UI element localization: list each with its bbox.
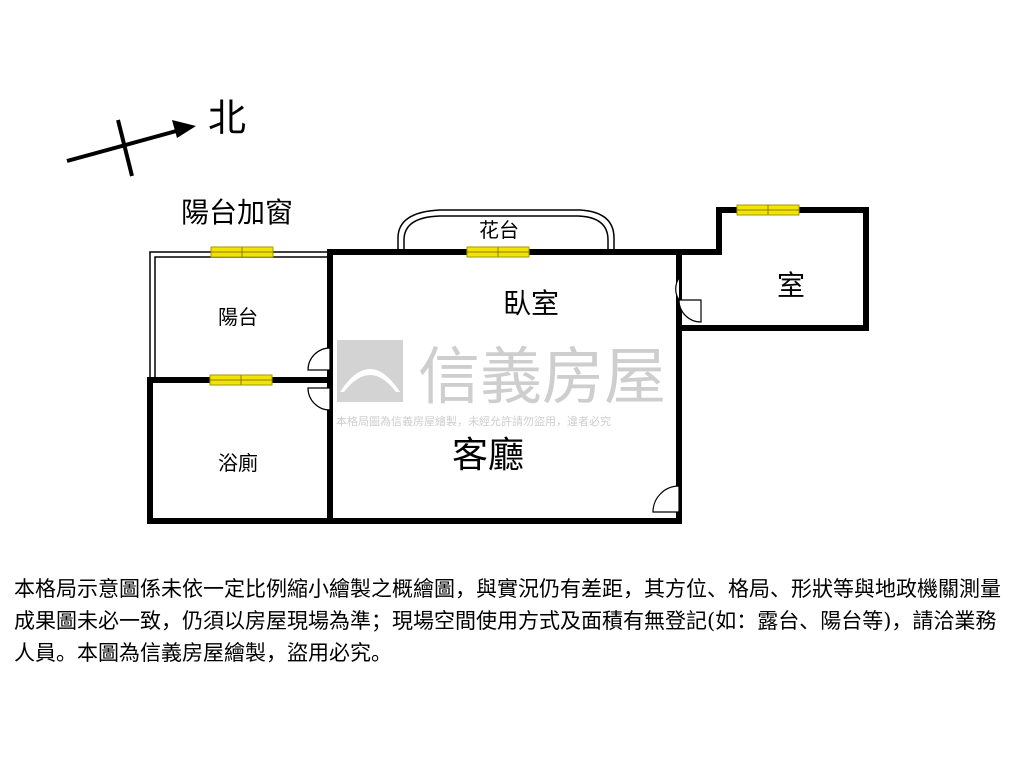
door-balcony: [307, 347, 331, 371]
watermark-brand: 信義房屋: [418, 340, 666, 413]
compass-label: 北: [208, 96, 246, 140]
compass-arrow-icon: [172, 120, 196, 138]
watermark-notice: 本格局圖為信義房屋繪製，未經允許請勿盜用，違者必究: [336, 414, 611, 428]
north-compass: 北: [66, 96, 246, 177]
door-room: [675, 277, 702, 323]
disclaimer-text: 本格局示意圖係未依一定比例縮小繪製之概繪圖，與實況仍有差距，其方位、格局、形狀等…: [14, 577, 1001, 665]
bathroom-label: 浴廁: [218, 451, 258, 475]
balcony-label: 陽台: [218, 305, 258, 329]
window-balcony: [210, 246, 274, 258]
watermark: 信義房屋 本格局圖為信義房屋繪製，未經允許請勿盜用，違者必究: [336, 340, 666, 428]
flower-bed-outline: [397, 209, 615, 251]
window-bathroom: [209, 374, 273, 386]
bedroom-label: 臥室: [503, 287, 559, 320]
room-label: 室: [777, 269, 805, 302]
window-bedroom: [466, 246, 530, 258]
flower-bed-label: 花台: [479, 218, 519, 242]
window-room: [736, 204, 800, 216]
living-room-label: 客廳: [452, 435, 524, 476]
balcony-window-label: 陽台加窗: [181, 196, 293, 229]
door-entrance: [652, 485, 680, 513]
floor-plan: 北: [66, 96, 869, 524]
door-bathroom: [307, 387, 331, 411]
